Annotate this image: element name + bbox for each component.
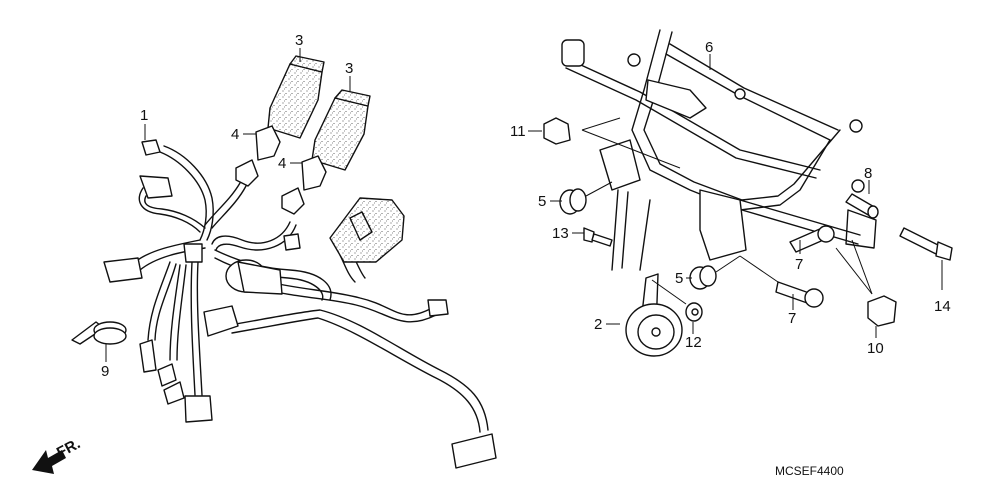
horn[interactable] xyxy=(625,273,687,357)
harness-clip-left[interactable] xyxy=(543,117,681,169)
svg-text:3: 3 xyxy=(295,32,303,49)
svg-text:11: 11 xyxy=(510,123,526,140)
svg-text:10: 10 xyxy=(867,340,884,357)
flange-bolt-small[interactable] xyxy=(583,227,613,247)
nut[interactable] xyxy=(685,302,703,322)
callout-12[interactable]: 12 xyxy=(685,322,702,351)
svg-text:8: 8 xyxy=(864,165,872,182)
svg-text:5: 5 xyxy=(675,270,683,287)
harness-connector xyxy=(103,257,143,283)
callout-8[interactable]: 8 xyxy=(864,165,872,194)
callout-4-upper[interactable]: 4 xyxy=(231,126,256,143)
frame-bracket xyxy=(561,39,585,67)
harness-connector xyxy=(183,243,203,263)
bolt-lower[interactable] xyxy=(739,255,824,308)
relay-socket-lower[interactable] xyxy=(281,155,327,215)
svg-text:4: 4 xyxy=(231,126,239,143)
relay-upper[interactable] xyxy=(267,55,325,139)
rubber-mount-lower[interactable] xyxy=(689,255,741,290)
wire-harness-assembly: FR. xyxy=(32,55,497,474)
harness-connector xyxy=(184,395,213,423)
harness-connector xyxy=(283,233,301,251)
harness-connector xyxy=(139,339,157,373)
svg-text:7: 7 xyxy=(795,256,803,273)
svg-text:13: 13 xyxy=(552,225,569,242)
callout-4-lower[interactable]: 4 xyxy=(278,155,302,172)
svg-text:1: 1 xyxy=(140,107,148,124)
callout-14[interactable]: 14 xyxy=(934,260,951,315)
svg-text:7: 7 xyxy=(788,310,796,327)
callout-10[interactable]: 10 xyxy=(867,326,884,357)
callout-7-lower[interactable]: 7 xyxy=(788,294,796,327)
callout-7-upper[interactable]: 7 xyxy=(795,240,803,273)
svg-text:14: 14 xyxy=(934,298,951,315)
callout-2[interactable]: 2 xyxy=(594,316,620,333)
relay-socket-upper[interactable] xyxy=(235,125,281,187)
relay-lower[interactable] xyxy=(311,89,371,171)
callout-13[interactable]: 13 xyxy=(552,225,584,242)
callout-5-upper[interactable]: 5 xyxy=(538,193,562,210)
harness-condenser xyxy=(225,259,283,295)
cable-tie-band[interactable] xyxy=(71,321,127,345)
frame-assembly xyxy=(543,29,953,357)
svg-text:5: 5 xyxy=(538,193,546,210)
front-sub-frame[interactable] xyxy=(561,29,877,271)
callout-9[interactable]: 9 xyxy=(101,344,109,380)
callout-5-lower[interactable]: 5 xyxy=(675,270,692,287)
flange-bolt[interactable] xyxy=(899,227,953,261)
svg-text:12: 12 xyxy=(685,334,702,351)
coupler-boot xyxy=(329,197,405,263)
harness-connector xyxy=(451,433,497,469)
svg-text:2: 2 xyxy=(594,316,602,333)
front-direction-arrow-icon: FR. xyxy=(32,435,83,474)
callout-3-upper[interactable]: 3 xyxy=(295,32,303,62)
callout-3-lower[interactable]: 3 xyxy=(345,60,353,92)
harness-connector xyxy=(203,305,239,337)
harness-connector xyxy=(139,175,173,199)
callout-11[interactable]: 11 xyxy=(510,123,542,140)
harness-connector xyxy=(427,299,449,317)
svg-text:4: 4 xyxy=(278,155,286,172)
harness-connector xyxy=(157,363,177,387)
collar[interactable] xyxy=(845,193,879,219)
svg-text:6: 6 xyxy=(705,39,713,56)
harness-trunk xyxy=(134,145,489,433)
svg-text:3: 3 xyxy=(345,60,353,77)
harness-connector xyxy=(163,381,185,405)
rubber-mount-upper[interactable] xyxy=(559,181,613,215)
svg-text:9: 9 xyxy=(101,363,109,380)
drawing-code: MCSEF4400 xyxy=(775,464,844,478)
callout-6[interactable]: 6 xyxy=(705,39,713,70)
harness-clip-right[interactable] xyxy=(835,239,897,327)
wire-harness-connector[interactable] xyxy=(141,139,161,156)
callout-1[interactable]: 1 xyxy=(140,107,148,140)
callouts: 1 2 3 3 4 4 5 5 xyxy=(101,32,951,380)
